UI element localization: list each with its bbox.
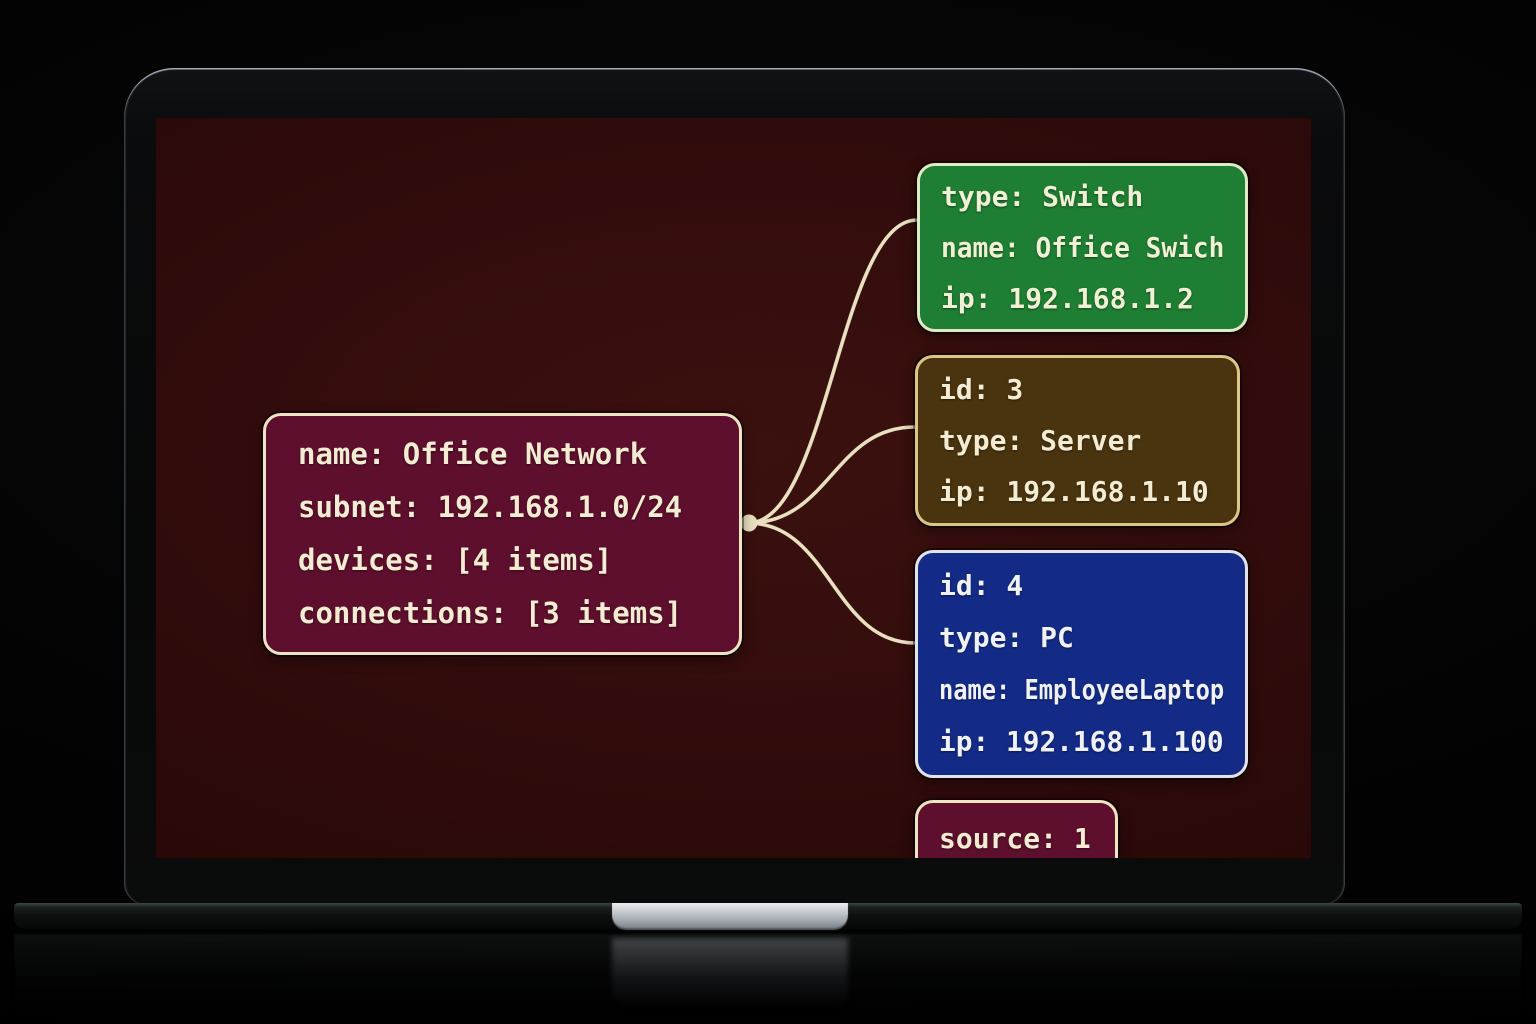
node-line: type: PC [939,621,1074,654]
node-line: source: 1 [939,822,1091,855]
node-pc[interactable]: id: 4 type: PC name: EmployeeLaptop ip: … [915,550,1248,778]
node-line: connections: [3 items] [298,596,683,630]
collapse-dot[interactable] [740,514,758,532]
node-server[interactable]: id: 3 type: Server ip: 192.168.1.10 [915,355,1240,526]
node-line: ip: 192.168.1.10 [939,475,1209,508]
node-line: devices: [4 items] [298,543,613,577]
node-line: subnet: 192.168.1.0/24 [298,490,683,524]
node-connection[interactable]: source: 1 [915,800,1118,858]
node-line: id: 3 [939,373,1024,406]
node-line: type: Switch [941,180,1144,213]
base-reflection [14,934,1522,1020]
node-line: ip: 192.168.1.100 [939,725,1224,758]
node-line: name: Office Network [298,437,648,471]
node-office-network[interactable]: name: Office Network subnet: 192.168.1.0… [263,413,742,655]
node-switch[interactable]: type: Switch name: Office Swich ip: 192.… [917,163,1248,332]
node-line: type: Server [939,424,1142,457]
node-line: ip: 192.168.1.2 [941,282,1194,315]
link-network-pc [747,521,917,645]
connector-layer [740,218,919,645]
link-network-switch [747,218,919,525]
laptop-lid-notch [612,903,848,929]
laptop-screen: name: Office Network subnet: 192.168.1.0… [156,118,1311,858]
node-line: name: EmployeeLaptop [939,673,1225,706]
node-line: id: 4 [939,569,1024,602]
notch-reflection [612,938,848,1008]
node-line: name: Office Swich [941,231,1225,264]
link-network-server [747,425,917,525]
